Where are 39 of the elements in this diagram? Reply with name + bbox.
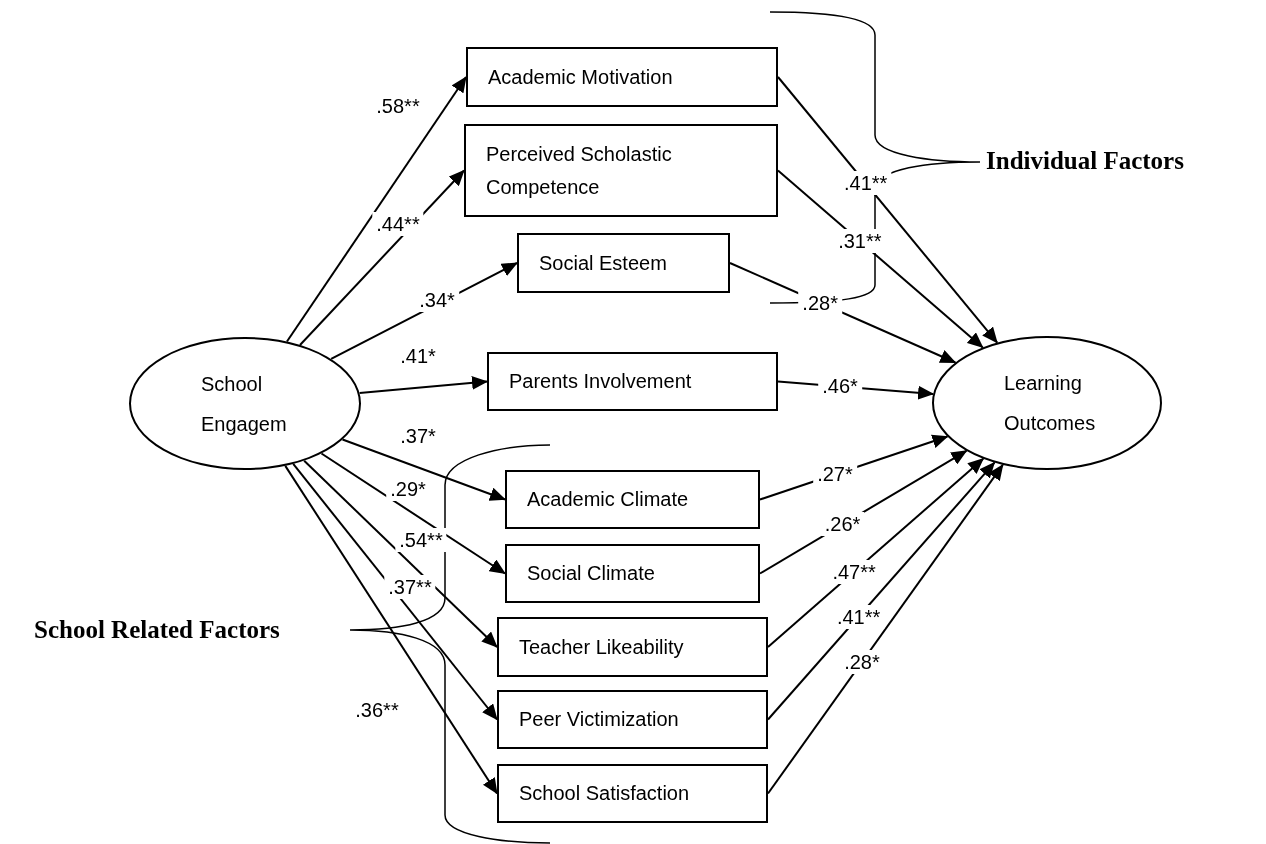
arrow (767, 461, 996, 721)
node-label: Perceived Scholastic Competence (486, 141, 673, 200)
variable-box (497, 617, 768, 677)
edge-label: .37** (384, 575, 436, 599)
variable-box (464, 124, 778, 217)
node-label: Parents Involvement (509, 369, 692, 394)
group-label: Individual Factors (986, 146, 1184, 176)
node-label: School Satisfaction (519, 781, 690, 806)
edge-label: .44** (372, 212, 424, 236)
group-label: School Related Factors (34, 615, 280, 645)
edge-label: .54** (395, 528, 447, 552)
node-label: Peer Victimization (519, 707, 679, 732)
arrow (767, 457, 985, 648)
variable-box (505, 544, 760, 603)
variable-box (497, 690, 768, 749)
node-label: Academic Motivation (488, 64, 673, 90)
arrow (767, 463, 1004, 795)
arrow (303, 459, 498, 648)
variable-box (505, 470, 760, 529)
variable-box (466, 47, 778, 107)
arrow (284, 464, 498, 795)
arrow (777, 169, 984, 349)
edge-label: .28* (798, 290, 842, 315)
arrow (320, 452, 506, 575)
node-label: Learning Outcomes (1004, 371, 1097, 436)
node-label: Social Esteem (539, 250, 667, 276)
arrow (292, 463, 498, 721)
variable-box (497, 764, 768, 823)
node-label: School Engagem (201, 371, 288, 437)
variable-box (487, 352, 778, 411)
arrow (777, 76, 999, 344)
node-label: Teacher Likeability (519, 634, 684, 660)
arrow (299, 169, 465, 346)
node-label: Academic Climate (527, 487, 689, 512)
edge-label: .26* (820, 512, 865, 537)
variable-box (517, 233, 730, 293)
arrow (341, 438, 506, 501)
node-label: Social Climate (527, 561, 655, 586)
arrow (285, 76, 467, 343)
